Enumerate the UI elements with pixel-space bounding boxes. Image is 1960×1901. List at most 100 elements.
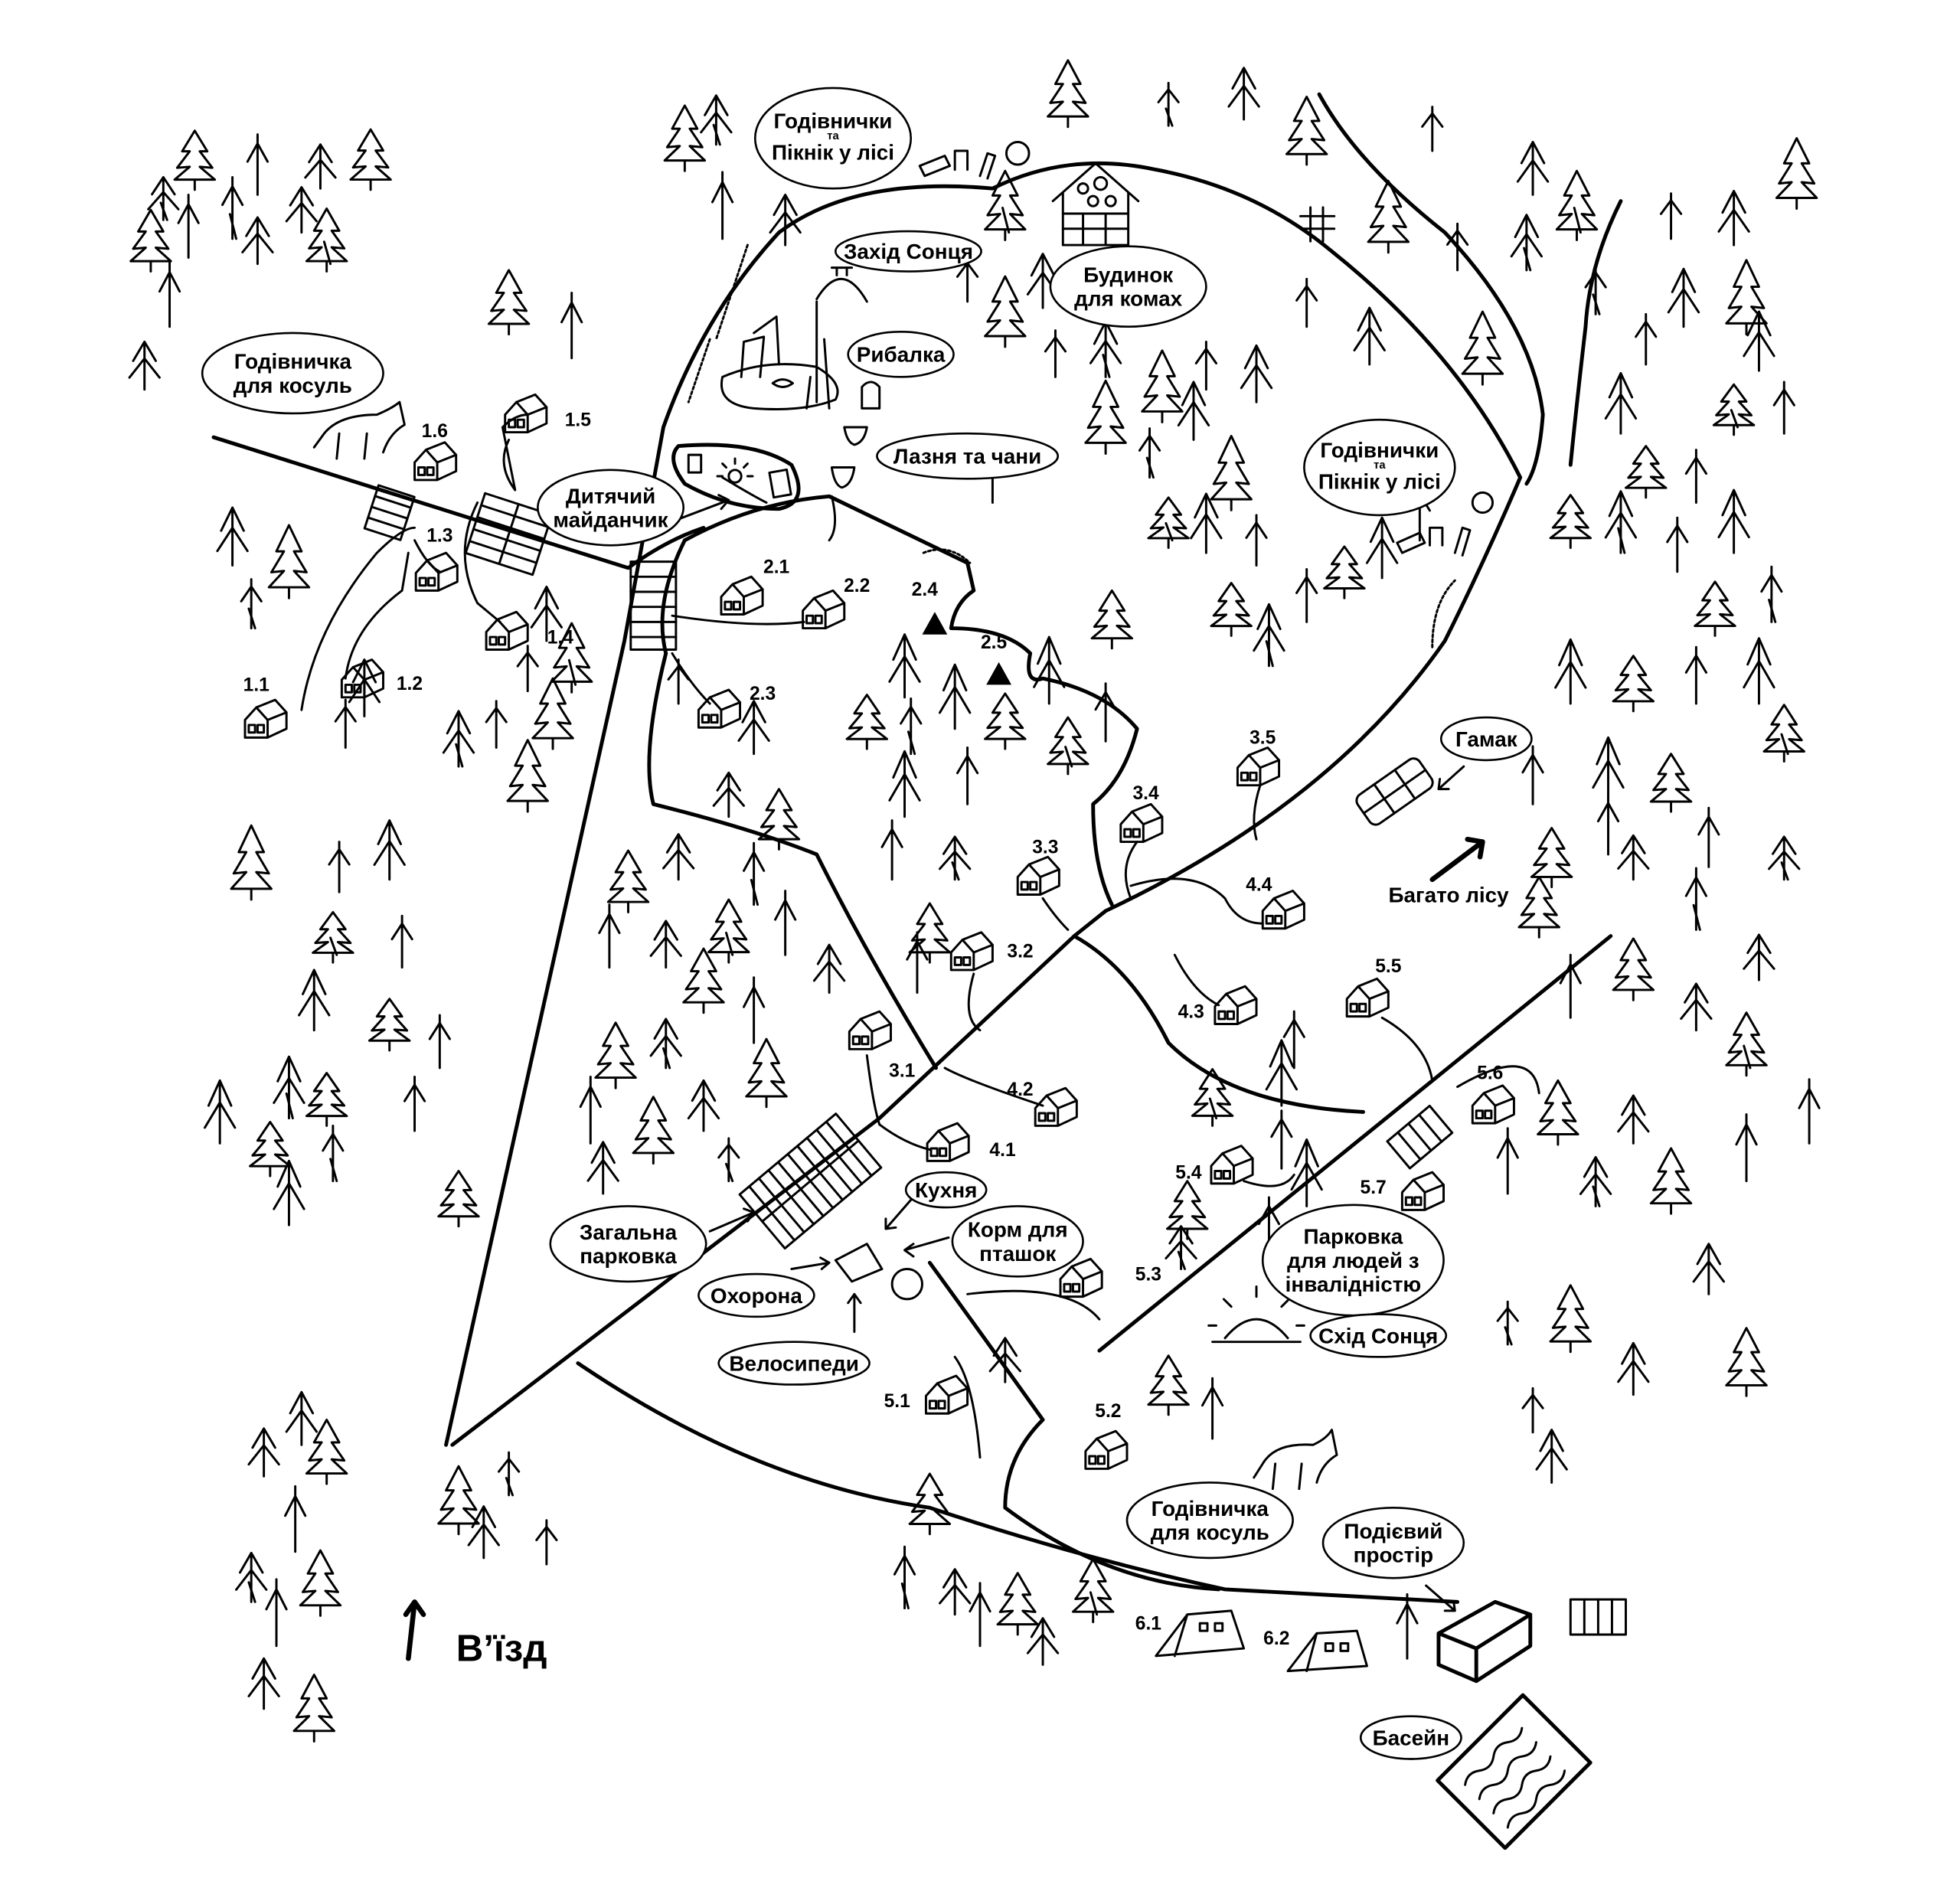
tree-trunk — [1089, 1591, 1099, 1616]
glamping-6-2[interactable] — [1286, 1629, 1368, 1673]
event-space-building[interactable] — [1436, 1599, 1533, 1684]
tree-trunk — [1768, 599, 1777, 623]
cabin-3-3[interactable]: 3.3 — [1016, 837, 1060, 896]
parking-grid-3[interactable] — [629, 560, 678, 651]
hammock-icon[interactable] — [1354, 756, 1436, 828]
insect-house[interactable] — [1051, 162, 1140, 247]
window-icon — [1020, 880, 1029, 891]
pine-tree-icon — [368, 998, 411, 1052]
label-pool[interactable]: Басейн — [1359, 1715, 1462, 1760]
cabin-1-5[interactable]: 1.5 — [504, 393, 591, 434]
cabin-icon — [926, 1122, 970, 1162]
event-parking-grid[interactable] — [1569, 1598, 1627, 1636]
cabin-3-5[interactable]: 3.5 — [1236, 728, 1281, 787]
label-hammock[interactable]: Гамак — [1439, 716, 1533, 762]
tent-icon[interactable] — [986, 661, 1012, 685]
cabin-1-6[interactable]: 1.6 — [413, 421, 458, 482]
parking-grid-1[interactable] — [363, 484, 416, 541]
tree-trunk — [505, 1477, 514, 1497]
general-parking-grid[interactable] — [738, 1112, 883, 1250]
window-icon — [426, 466, 435, 476]
label-sauna[interactable]: Лазня та чани — [876, 432, 1060, 480]
label-sunset[interactable]: Захід Сонця — [834, 230, 982, 273]
cabin-5-1[interactable]: 5.1 — [884, 1374, 969, 1415]
label-sunrise[interactable]: Схід Сонця — [1309, 1313, 1448, 1358]
label-fishing[interactable]: Рибалка — [847, 330, 955, 378]
cabin-4-2[interactable]: 4.2 — [1007, 1080, 1078, 1127]
tent-icon[interactable] — [922, 612, 948, 635]
tree-trunk — [329, 1158, 338, 1183]
pine-tree-icon — [984, 169, 1027, 241]
parking-grid-2[interactable] — [464, 492, 554, 577]
pool[interactable] — [1436, 1693, 1592, 1850]
cabin-number: 5.4 — [1175, 1162, 1202, 1183]
cabin-2-2[interactable]: 2.2 — [802, 576, 871, 630]
cabin-4-3[interactable]: 4.3 — [1178, 985, 1258, 1025]
pine-tree-icon — [560, 291, 583, 360]
label-kitchen[interactable]: Кухня — [904, 1171, 988, 1209]
cabin-2-1[interactable]: 2.1 — [720, 557, 789, 616]
glamping-6-1[interactable] — [1155, 1609, 1246, 1658]
pine-tree-icon — [586, 1141, 619, 1195]
road-loop-2 — [647, 538, 939, 1070]
cabin-icon — [720, 575, 764, 616]
picnic-props-top — [918, 141, 1031, 180]
sauna-tubs[interactable] — [830, 381, 881, 489]
pine-tree-icon — [158, 261, 181, 328]
kitchen-building[interactable] — [834, 1243, 884, 1283]
pine-tree-icon — [1684, 449, 1707, 504]
label-bicycles[interactable]: Велосипеди — [717, 1341, 871, 1386]
cabin-3-1[interactable]: 3.1 — [848, 1010, 915, 1081]
cabin-5-7[interactable]: 5.7 — [1361, 1171, 1446, 1211]
label-bubble — [904, 1171, 988, 1209]
pine-tree-icon — [1047, 59, 1089, 129]
label-bubble — [1439, 716, 1533, 762]
label-security[interactable]: Охорона — [697, 1272, 815, 1318]
window-icon — [861, 1035, 870, 1046]
cabin-1-1[interactable]: 1.1 — [243, 675, 288, 739]
tree-trunk — [1145, 456, 1155, 479]
accessible-parking-grid[interactable] — [1386, 1104, 1454, 1170]
cabin-1-4[interactable]: 1.4 — [485, 610, 573, 651]
cabin-3-4[interactable]: 3.4 — [1119, 783, 1164, 844]
entrance-label: В’їзд — [456, 1628, 547, 1670]
window-icon — [1222, 1170, 1232, 1180]
cabin-5-3[interactable]: 5.3 — [1059, 1257, 1161, 1298]
label-text: Захід Сонця — [844, 240, 973, 263]
tent-number: 2.4 — [912, 580, 939, 600]
cabin-4-1[interactable]: 4.1 — [926, 1122, 1016, 1162]
playground[interactable] — [671, 443, 801, 511]
pine-tree-icon — [1617, 1094, 1650, 1145]
cabin-2-3[interactable]: 2.3 — [697, 684, 776, 729]
glamping-number: 6.2 — [1263, 1628, 1289, 1649]
cabin-4-4[interactable]: 4.4 — [1246, 875, 1305, 930]
cabin-5-2[interactable]: 5.2 — [1084, 1401, 1129, 1470]
cabin-3-2[interactable]: 3.2 — [949, 931, 1034, 972]
cabin-5-5[interactable]: 5.5 — [1345, 956, 1401, 1018]
pine-tree-icon — [1071, 1558, 1115, 1624]
fishing-pond[interactable] — [720, 300, 839, 410]
tree-trunk — [712, 123, 721, 146]
tic-tac-toe[interactable] — [1298, 206, 1336, 243]
cabin-1-2[interactable]: 1.2 — [340, 658, 423, 699]
window-icon — [1096, 1455, 1106, 1465]
cabin-icon — [802, 589, 846, 630]
window-icon — [1274, 914, 1283, 925]
cabin-5-6[interactable]: 5.6 — [1471, 1063, 1515, 1125]
cabin-5-4[interactable]: 5.4 — [1175, 1145, 1254, 1185]
pine-tree-icon — [373, 819, 406, 881]
pine-tree-icon — [769, 193, 802, 247]
pine-tree-icon — [1667, 267, 1700, 328]
label-text: Дитячий — [566, 484, 655, 508]
cabin-1-3[interactable]: 1.3 — [414, 525, 459, 592]
